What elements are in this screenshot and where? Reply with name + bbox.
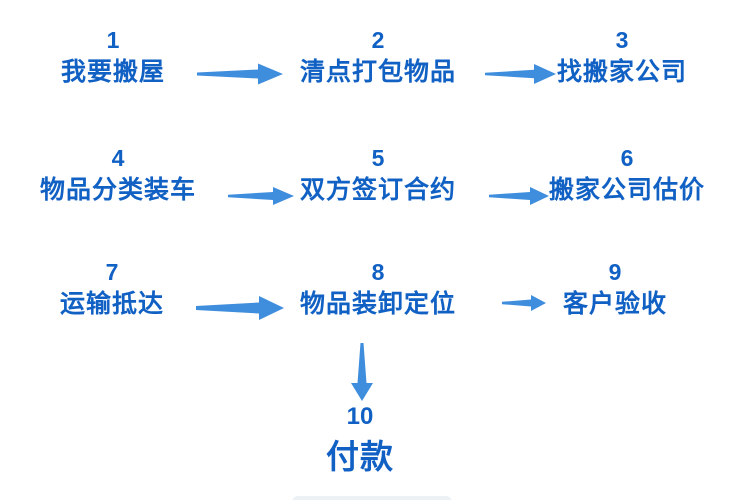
step-4-label: 物品分类装车 bbox=[39, 176, 197, 204]
step-1-label: 我要搬屋 bbox=[60, 58, 166, 86]
step-9-number: 9 bbox=[608, 259, 622, 285]
step-5: 5 双方签订合约 bbox=[300, 144, 456, 207]
step-8: 8 物品装卸定位 bbox=[300, 258, 456, 321]
step-7: 7 运输抵达 bbox=[60, 258, 164, 321]
step-10-label: 付款 bbox=[326, 438, 394, 475]
step-2-number: 2 bbox=[371, 27, 385, 53]
arrow-right-icon bbox=[502, 295, 546, 311]
arrow-right-icon bbox=[228, 187, 294, 205]
arrow-right-icon bbox=[196, 296, 284, 320]
step-8-label: 物品装卸定位 bbox=[299, 290, 457, 318]
step-6-label: 搬家公司估价 bbox=[548, 176, 706, 204]
step-5-number: 5 bbox=[371, 145, 385, 171]
arrow-right-icon bbox=[489, 187, 549, 205]
step-6-number: 6 bbox=[620, 145, 634, 171]
step-3-label: 找搬家公司 bbox=[556, 58, 688, 86]
step-1: 1 我要搬屋 bbox=[61, 26, 165, 89]
step-2-label: 清点打包物品 bbox=[299, 58, 457, 86]
cropped-shape-bottom bbox=[292, 496, 452, 500]
step-3: 3 找搬家公司 bbox=[557, 26, 687, 89]
step-9: 9 客户验收 bbox=[563, 258, 667, 321]
arrow-right-icon bbox=[197, 63, 283, 85]
step-4-number: 4 bbox=[111, 145, 125, 171]
step-3-number: 3 bbox=[615, 27, 629, 53]
step-10-number: 10 bbox=[346, 403, 374, 430]
arrow-right-icon bbox=[485, 64, 556, 84]
step-8-number: 8 bbox=[371, 259, 385, 285]
step-6: 6 搬家公司估价 bbox=[549, 144, 705, 207]
step-1-number: 1 bbox=[106, 27, 120, 53]
step-5-label: 双方签订合约 bbox=[299, 176, 457, 204]
step-4: 4 物品分类装车 bbox=[40, 144, 196, 207]
arrow-down-icon bbox=[351, 343, 373, 401]
step-7-label: 运输抵达 bbox=[59, 290, 165, 318]
step-9-label: 客户验收 bbox=[562, 290, 668, 318]
step-7-number: 7 bbox=[105, 259, 119, 285]
step-10: 10 付款 bbox=[326, 402, 394, 478]
step-2: 2 清点打包物品 bbox=[300, 26, 456, 89]
